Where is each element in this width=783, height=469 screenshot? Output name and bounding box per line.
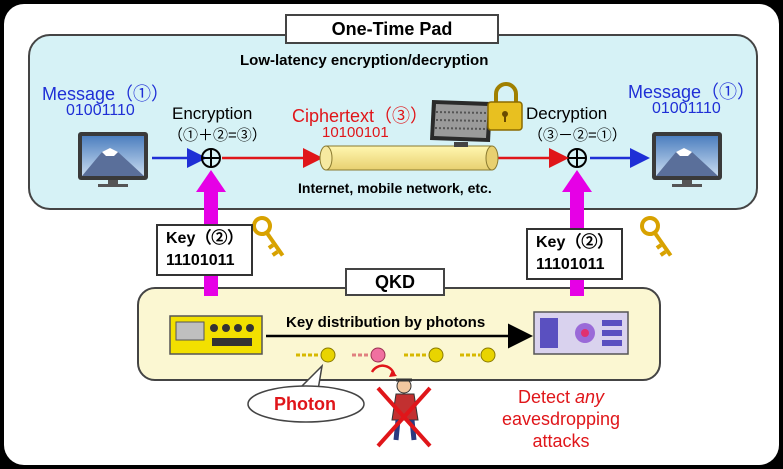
message-label-right: Message（①） [628, 82, 756, 102]
otp-subtitle: Low-latency encryption/decryption [240, 52, 489, 69]
detect-line-1-prefix: Detect [517, 387, 575, 407]
message-bits-right: 01001110 [652, 100, 721, 117]
key-box-left: Key（②） 11101011 [156, 224, 254, 276]
detect-text: Detect any eavesdropping attacks [496, 386, 626, 452]
decryption-formula: （③－②=①） [528, 127, 627, 144]
key-box-right: Key（②） 11101011 [526, 228, 624, 280]
photon-callout-bubble [247, 363, 365, 423]
photon-icon [296, 347, 336, 363]
otp-title: One-Time Pad [285, 14, 499, 44]
one-time-pad-panel [28, 34, 758, 210]
channel-label: Internet, mobile network, etc. [298, 180, 492, 196]
encryption-label: Encryption [172, 104, 253, 123]
ciphertext-bits: 10100101 [322, 124, 389, 141]
xor-icon [201, 148, 221, 168]
xor-icon [567, 148, 587, 168]
key-label-right: Key（②） [536, 234, 614, 251]
detect-line-1-emphasis: any [575, 387, 605, 407]
qkd-sender-device-icon [169, 315, 263, 355]
key-bits-right: 11101011 [536, 256, 605, 273]
key-label-left: Key（②） [166, 230, 244, 247]
detect-line-2: eavesdropping [501, 409, 621, 429]
photon-label: Photon [274, 394, 336, 414]
message-label-left: Message（①） [42, 84, 170, 104]
qkd-receiver-device-icon [533, 311, 629, 355]
decryption-label: Decryption [526, 104, 608, 123]
monitor-mountain-icon [652, 132, 722, 187]
detect-line-1: Detect any [496, 386, 626, 408]
noise-monitor-icon [430, 100, 492, 147]
channel-tube [319, 145, 499, 171]
photon-icon [404, 347, 444, 363]
key-bits-left: 11101011 [166, 252, 235, 269]
ciphertext-label: Ciphertext（③） [292, 106, 429, 126]
qkd-title: QKD [345, 268, 445, 296]
cross-mark-icon [376, 386, 432, 448]
photon-icon [352, 347, 386, 363]
monitor-mountain-icon [78, 132, 148, 187]
message-bits-left: 01001110 [66, 102, 135, 119]
detect-line-3: attacks [532, 431, 590, 451]
padlock-icon [487, 82, 523, 131]
key-icon [252, 216, 285, 257]
key-icon [640, 216, 673, 257]
encryption-formula: （①＋②=③） [168, 127, 267, 144]
photon-icon [460, 347, 496, 363]
key-distribution-label: Key distribution by photons [286, 314, 486, 331]
